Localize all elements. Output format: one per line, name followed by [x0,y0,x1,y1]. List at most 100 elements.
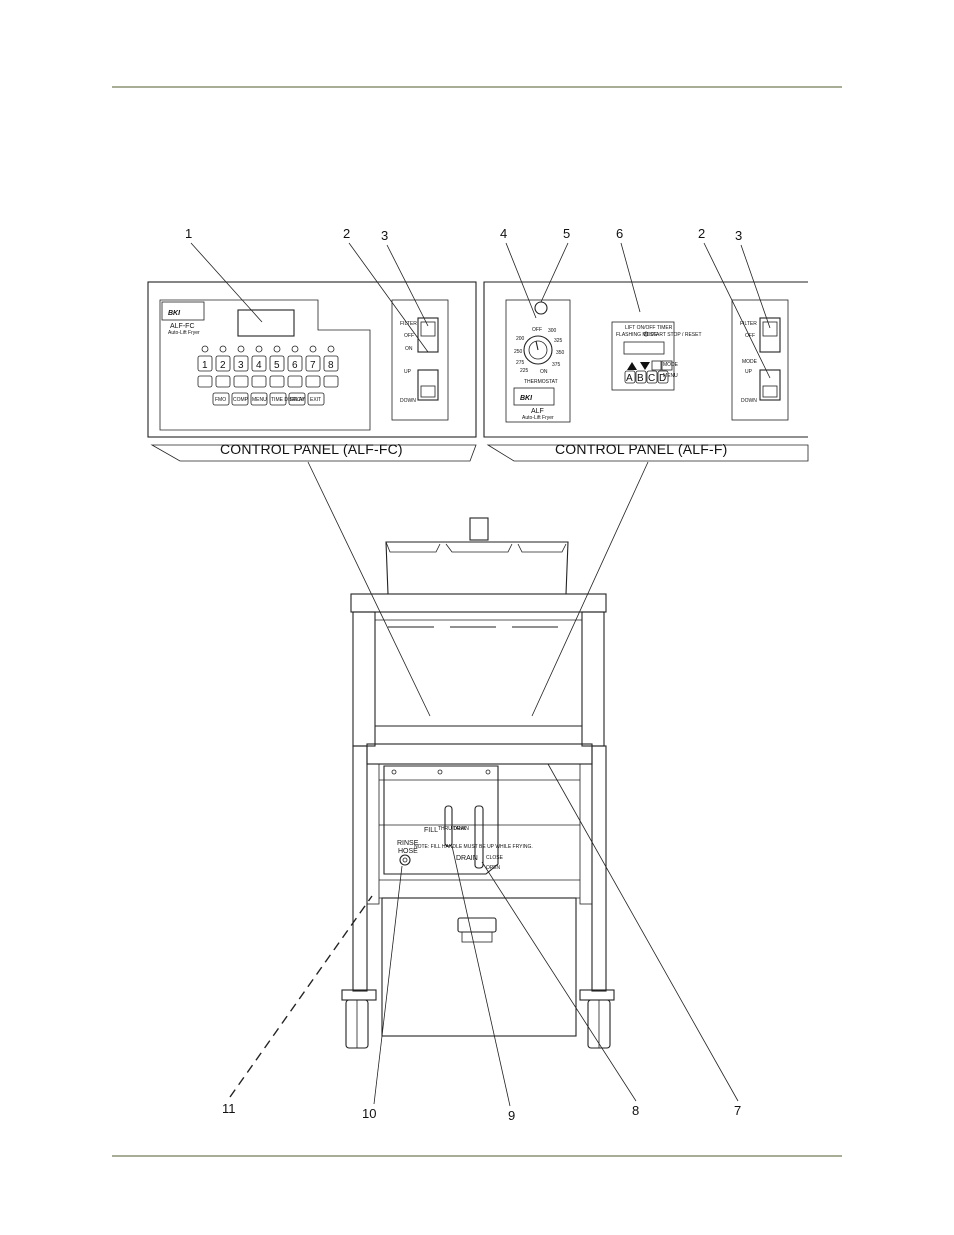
callout-10: 10 [362,1106,376,1121]
number-keys: 1 2 3 4 5 6 7 8 [197,355,339,372]
dial-375: 375 [552,362,561,368]
key-4[interactable] [251,355,267,372]
callout-8: 8 [632,1103,639,1118]
key-5-label: 5 [274,360,280,371]
key-6[interactable] [287,355,303,372]
drain-label: DRAIN [456,855,478,862]
callout-numbers: 1 2 3 4 5 6 2 3 11 10 9 8 7 [185,226,742,1123]
key-3-label: 3 [238,360,244,371]
key-8-label: 8 [328,360,334,371]
bki-logo-fc [161,301,205,321]
key-2[interactable] [215,355,231,372]
hose-label: HOSE [398,848,418,855]
open-label: OPEN [486,865,501,871]
rinse-hose-fitting[interactable] [399,854,411,866]
callout-11: 11 [222,1101,236,1116]
lift-motor [469,517,489,541]
callout-4: 4 [500,226,507,241]
timer-key-a-label: A [626,373,633,384]
key-3[interactable] [233,355,249,372]
dial-off: OFF [532,327,542,333]
lift-switch-fc[interactable] [417,369,439,401]
up-arrow-icon[interactable] [627,362,637,370]
on-label-fc: ON [405,346,413,352]
fryer-body: FILL THRU DRAIN TANK DRAIN CLOSE OPEN NO… [341,517,615,1049]
model-f: ALF [531,408,544,415]
timer-plate [611,321,675,391]
header-rule [112,86,842,88]
key-4-label: 4 [256,360,262,371]
mode-label-f: MODE [742,359,758,365]
dial-275: 275 [516,360,525,366]
key-7[interactable] [305,355,321,372]
callout-5: 5 [563,226,570,241]
thermostat-label: THERMOSTAT [524,379,558,385]
thru-drain-label: THRU DRAIN [438,826,469,832]
drawer-handle[interactable] [457,917,497,933]
key-1[interactable] [197,355,213,372]
fn-key-fmo[interactable] [212,392,230,406]
timer-key-d[interactable] [657,370,669,384]
fryer-band [366,743,593,765]
fn-label-exit: EXIT [310,397,321,403]
key-7-label: 7 [310,360,316,371]
callout-1: 1 [185,226,192,241]
lift-switch-f[interactable] [759,369,781,401]
key-5[interactable] [269,355,285,372]
thermostat-plate [505,299,571,423]
indicator-lights [201,345,335,353]
model-fc: ALF-FC [170,323,195,330]
fn-key-comp[interactable] [231,392,249,406]
fn-key-menu[interactable] [250,392,268,406]
panel-title-f: CONTROL PANEL (ALF-F) [555,441,727,457]
dial-250: 250 [514,349,523,355]
callout-3-fc: 3 [381,228,388,243]
model-sub-f: Auto-Lift Fryer [522,415,554,421]
filter-switch-fc[interactable] [417,317,439,353]
counter-top [350,593,607,613]
dial-325: 325 [554,338,563,344]
panel-base-f [486,444,809,462]
up-label-f: UP [745,369,753,375]
filter-label-f: FILTER [740,321,757,327]
fn-key-recv[interactable] [288,392,306,406]
valve-panel [383,765,499,875]
timer-key-c[interactable] [646,370,658,384]
fn-key-exit[interactable] [307,392,325,406]
down-arrow-icon[interactable] [640,362,650,370]
timer-display [623,341,665,355]
drain-handle[interactable] [474,805,484,869]
dial-225: 225 [520,368,529,374]
timer-left-label: FLASHING MODE [616,332,658,338]
bottom-leader-lines [229,763,739,1107]
timer-key-b-label: B [637,373,644,384]
timer-key-a[interactable] [624,370,636,384]
logo-text-f: BKI [520,395,533,402]
caster-left [341,989,377,1049]
filter-drawer [381,897,577,1037]
dial-on: ON [540,369,548,375]
lcd-display [237,309,295,337]
caster-right [579,989,615,1049]
callout-6: 6 [616,226,623,241]
timer-key-b[interactable] [635,370,647,384]
callout-2-fc: 2 [343,226,350,241]
fill-handle[interactable] [444,805,453,847]
switch-plate-f [731,299,789,421]
timer-header: LIFT ON/OFF TIMER [625,325,673,331]
callout-9: 9 [508,1108,515,1123]
logo-text-fc: BKI [168,310,181,317]
up-label-fc: UP [404,369,412,375]
tank-label: TANK [453,826,467,832]
thermostat-dial[interactable] [523,335,553,365]
timer-mode: MODE [663,362,679,368]
callout-7: 7 [734,1103,741,1118]
fn-key-time[interactable] [269,392,287,406]
filter-switch-f[interactable] [759,317,781,353]
key-8[interactable] [323,355,339,372]
filter-label-fc: FILTER [400,321,417,327]
panel-title-fc: CONTROL PANEL (ALF-FC) [220,441,403,457]
blank-keys [197,375,339,388]
timer-menu: MENU [663,373,678,379]
